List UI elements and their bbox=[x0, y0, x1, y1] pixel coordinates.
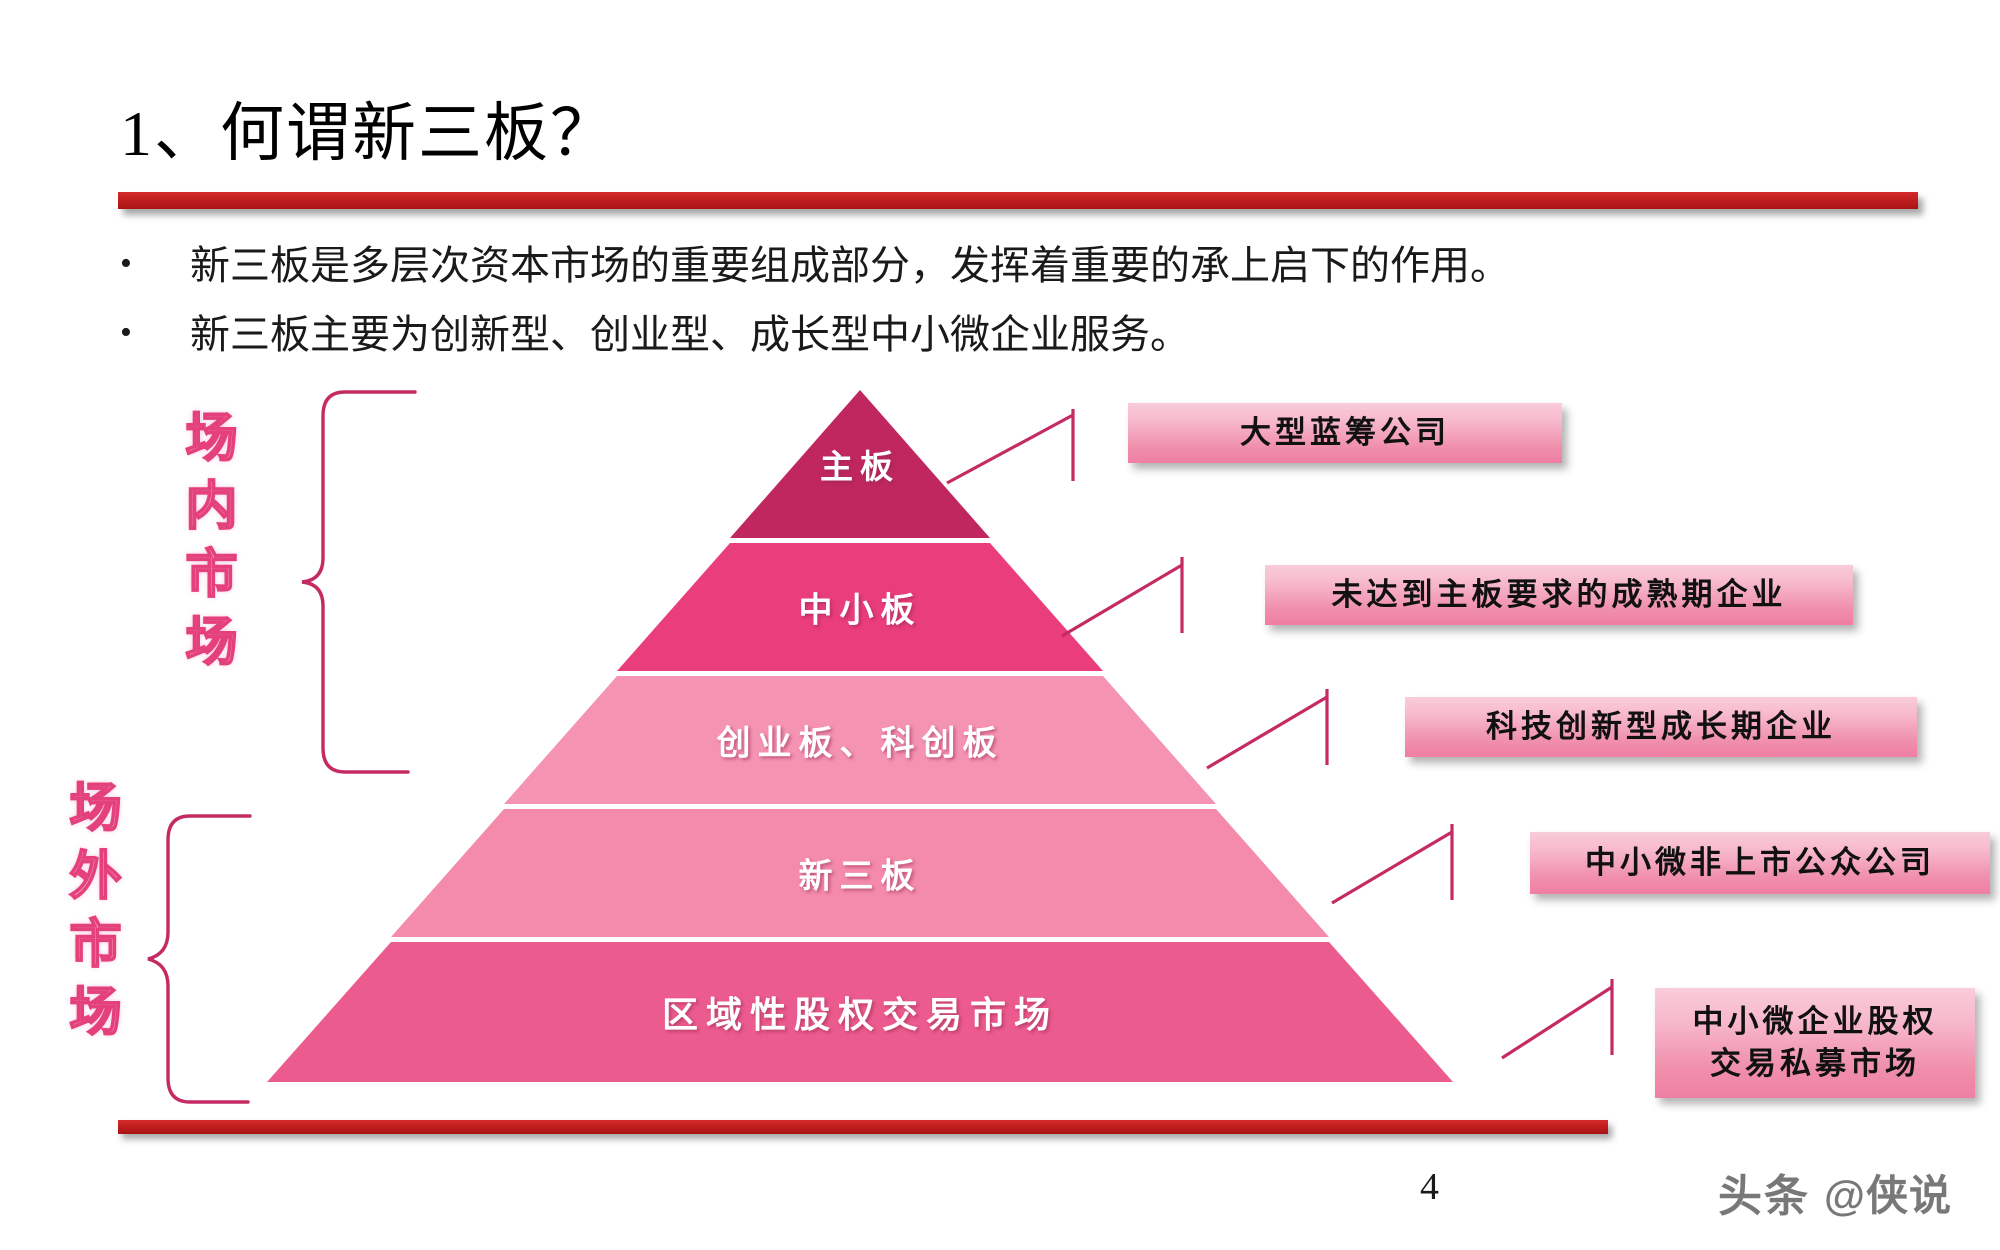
leader-line-3 bbox=[1206, 689, 1329, 770]
side-label-otc: 场外市场 bbox=[60, 779, 119, 1053]
callout-box-4[interactable]: 中小微非上市公众公司 bbox=[1530, 832, 1990, 894]
pyramid-level-5[interactable]: 区域性股权交易市场 bbox=[190, 942, 1530, 1082]
callout-box-2[interactable]: 未达到主板要求的成熟期企业 bbox=[1265, 565, 1853, 625]
bullet-marker-icon: • bbox=[120, 313, 132, 351]
callout-line: 交易私募市场 bbox=[1710, 1046, 1920, 1081]
page-title: 1、何谓新三板？ bbox=[120, 98, 616, 169]
bullet-text: 新三板是多层次资本市场的重要组成部分，发挥着重要的承上启下的作用。 bbox=[190, 243, 1510, 288]
callout-box-5[interactable]: 中小微企业股权 交易私募市场 bbox=[1655, 988, 1975, 1098]
watermark: 头条 @侠说 bbox=[1718, 1160, 1952, 1224]
leader-line-5 bbox=[1501, 979, 1614, 1060]
callout-box-1[interactable]: 大型蓝筹公司 bbox=[1128, 403, 1562, 463]
pyramid-level-4[interactable]: 新三板 bbox=[190, 809, 1530, 937]
brace-otc-icon bbox=[147, 814, 252, 1104]
page-number: 4 bbox=[1420, 1166, 1439, 1208]
callout-line: 中小微企业股权 bbox=[1692, 1004, 1938, 1040]
title-divider-rule bbox=[118, 192, 1918, 209]
list-item: • 新三板是多层次资本市场的重要组成部分，发挥着重要的承上启下的作用。 bbox=[120, 238, 1880, 295]
bullet-text: 新三板主要为创新型、创业型、成长型中小微企业服务。 bbox=[190, 311, 1190, 357]
leader-line-4 bbox=[1331, 824, 1454, 905]
footer-divider-rule bbox=[118, 1120, 1608, 1134]
watermark-handle: @侠说 bbox=[1824, 1171, 1952, 1219]
bullet-marker-icon: • bbox=[120, 245, 132, 282]
leader-line-1 bbox=[946, 409, 1075, 485]
callout-box-3[interactable]: 科技创新型成长期企业 bbox=[1405, 697, 1917, 757]
side-label-onexchange: 场内市场 bbox=[176, 409, 235, 683]
watermark-logo: 头条 bbox=[1718, 1172, 1811, 1221]
leader-line-2 bbox=[1061, 557, 1184, 638]
list-item: • 新三板主要为创新型、创业型、成长型中小微企业服务。 bbox=[120, 307, 1880, 364]
brace-onexchange-icon bbox=[301, 390, 417, 774]
bullet-list: • 新三板是多层次资本市场的重要组成部分，发挥着重要的承上启下的作用。 • 新三… bbox=[120, 238, 1880, 376]
